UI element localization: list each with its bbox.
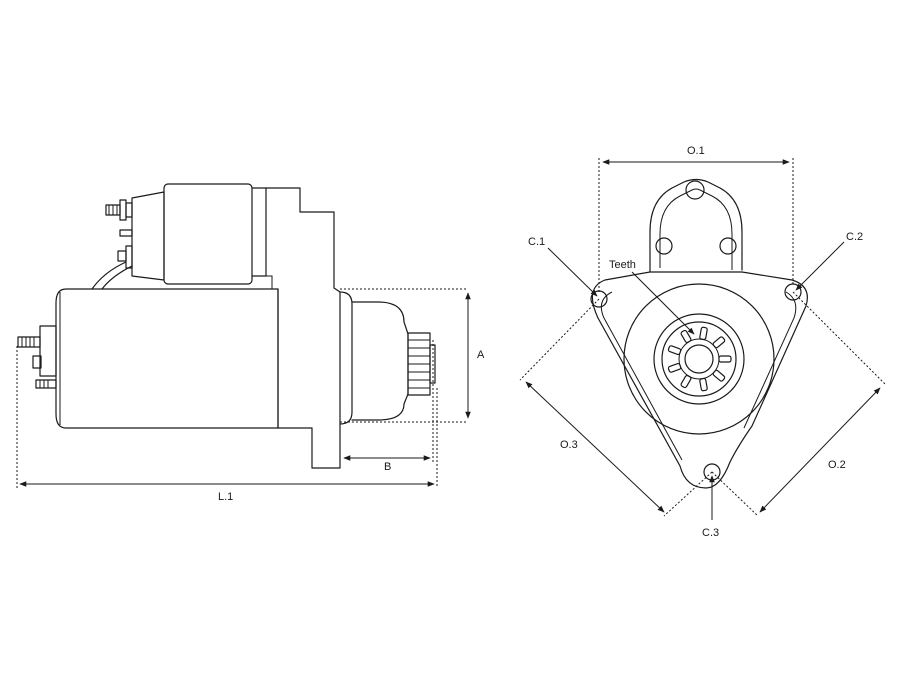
pinion-tooth: [718, 355, 732, 363]
pinion-outer: [661, 321, 737, 397]
callout-teeth-leader: [631, 271, 695, 335]
pinion-tooth: [667, 345, 682, 356]
solenoid-mount: [251, 187, 267, 277]
dim-o2-extension: [792, 291, 887, 386]
gear-housing: [265, 187, 341, 469]
callout-c1-label: C.1: [528, 236, 545, 248]
callout-teeth-label: Teeth: [609, 259, 636, 271]
dim-o3-line: [525, 381, 665, 513]
dim-o3-label: O.3: [560, 439, 578, 451]
dim-o2-extension: [711, 471, 759, 517]
pinion-housing: [351, 301, 409, 421]
ear-hole-left: [655, 237, 673, 255]
pinion-tooth: [712, 336, 726, 349]
nose-outer-ring: [623, 283, 775, 435]
pinion-tooth: [699, 377, 708, 392]
pinion-tooth: [680, 374, 692, 389]
rear-terminal-block: [39, 325, 57, 377]
front-view: O.1 O.3 O.2 C.1 C.2 C.3 Teeth: [519, 145, 887, 539]
nose-inner-ring: [653, 313, 745, 405]
rear-bolt: [35, 379, 57, 389]
pinion-tooth: [667, 362, 682, 373]
dim-o2-label: O.2: [828, 459, 846, 471]
rear-terminal-stud: [17, 336, 41, 348]
rear-nut: [32, 355, 42, 369]
solenoid-body: [163, 183, 253, 285]
pinion-bore: [684, 344, 714, 374]
ear-hole-top: [685, 180, 705, 200]
solenoid-bracket: [252, 275, 273, 289]
motor-body: [55, 288, 279, 429]
callout-c3-label: C.3: [702, 527, 719, 539]
nose-flange: [339, 291, 353, 425]
terminal-nut-upper: [119, 199, 127, 221]
pinion-tooth: [680, 329, 692, 344]
connector-cable: [91, 261, 127, 290]
ear-hole-right: [719, 237, 737, 255]
pinion-tooth: [712, 369, 726, 382]
dim-a-label: A: [477, 349, 485, 361]
dim-o1-label: O.1: [687, 145, 705, 157]
callout-c1-leader: [547, 247, 598, 297]
dim-o2-line: [759, 387, 881, 513]
dim-o3-extension: [519, 298, 600, 381]
terminal-stud-lower: [117, 250, 127, 262]
side-view: A B L.1: [16, 183, 485, 503]
callout-c2-leader: [795, 241, 845, 291]
callout-c2-label: C.2: [846, 231, 863, 243]
solenoid-rear-cap: [131, 191, 165, 281]
pinion-tooth: [699, 326, 708, 341]
dim-b-label: B: [384, 461, 391, 473]
dim-l1-label: L.1: [218, 491, 233, 503]
terminal-nut-lower: [125, 245, 133, 269]
solenoid-mount-ear: [649, 178, 743, 273]
dim-o3-extension: [663, 471, 713, 517]
pinion-teeth: [667, 326, 732, 392]
